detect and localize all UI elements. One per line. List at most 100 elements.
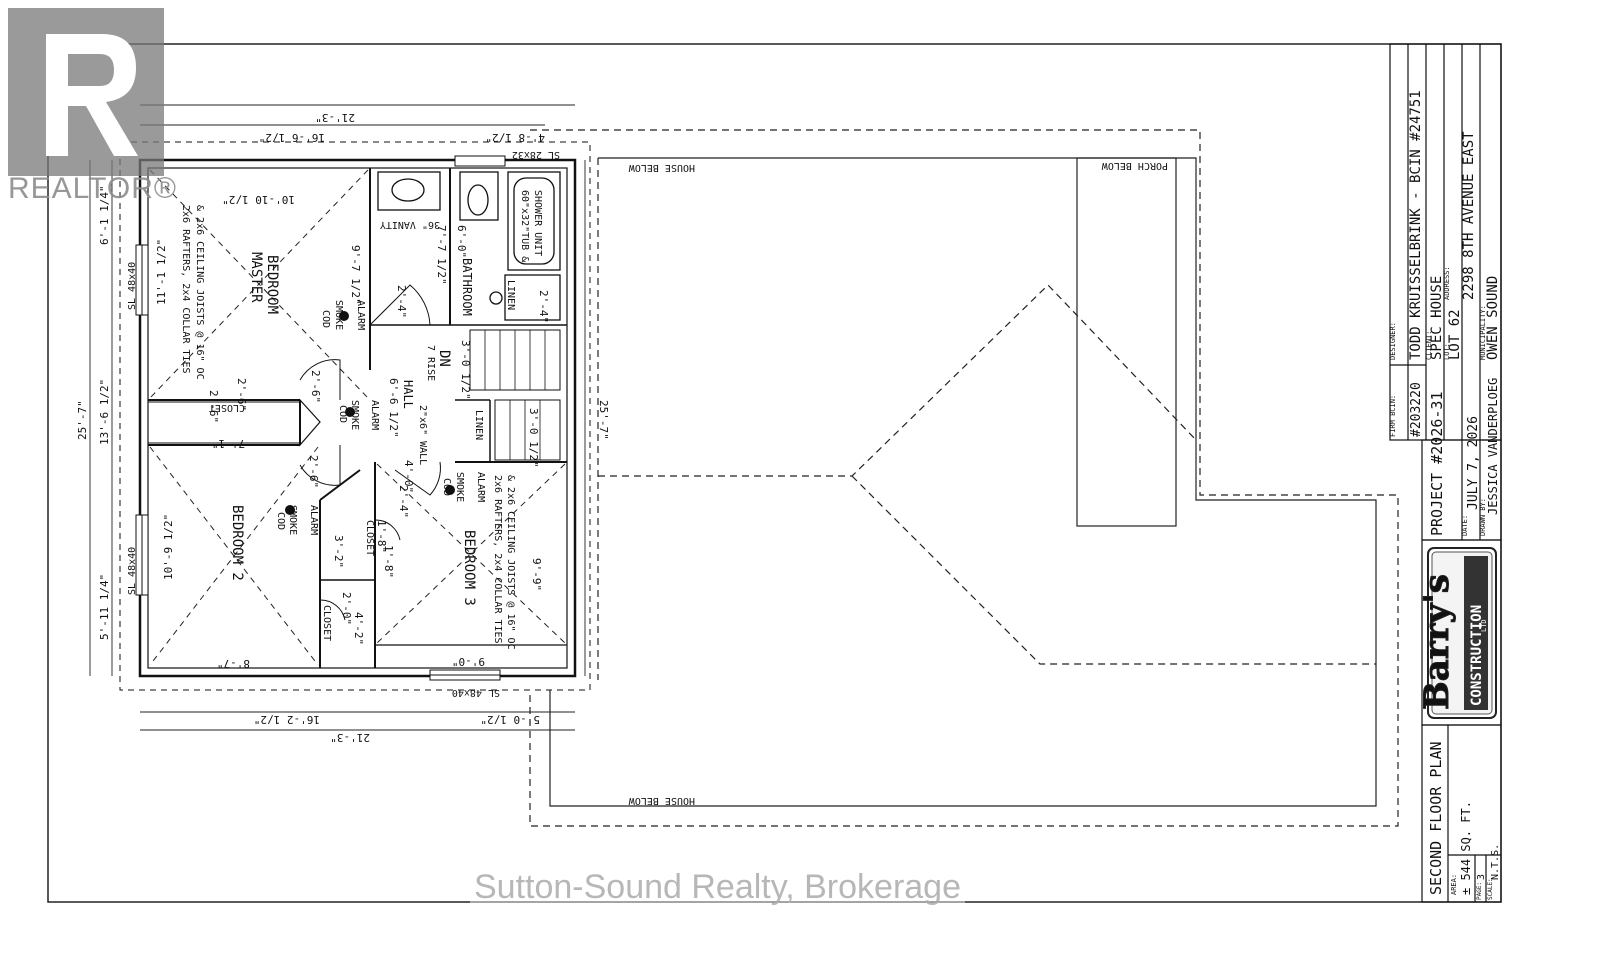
smoke-1c: ALARM xyxy=(355,300,366,330)
dim-top-a: 16'-6 1/2" xyxy=(259,131,325,144)
dim-bottom-b: 5'-0 1/2" xyxy=(480,713,540,726)
dim-stair-b: 3'-0 1/2" xyxy=(527,408,540,468)
smoke-3a: COD xyxy=(441,478,452,496)
porch-below: PORCH BELOW xyxy=(1101,160,1168,171)
dim-left-c: 5'-11 1/4" xyxy=(98,574,111,640)
address-label: ADDRESS: xyxy=(1443,266,1451,300)
lot-value: LOT 62 xyxy=(1447,309,1463,360)
tub-note-2: SHOWER UNIT xyxy=(532,190,543,256)
closet-label-2: CLOSET xyxy=(364,520,375,556)
drawn-label: DRAWN BY: xyxy=(1479,498,1487,536)
realtor-logo-icon xyxy=(8,8,164,176)
wall-note: 2"x6" WALL xyxy=(417,405,428,465)
window-left-bottom-label: SL 48x40 xyxy=(127,547,138,595)
client-label: CLIENT: xyxy=(1425,330,1433,360)
brokerage-watermark: Sutton-Sound Realty, Brokerage xyxy=(470,868,965,907)
master-bedroom-label-2: BEDROOM xyxy=(264,255,280,314)
bathroom-fixtures xyxy=(377,171,561,321)
dim-door-d: 2'-4" xyxy=(397,485,410,518)
dim-hall-w: 6'-6 1/2" xyxy=(387,378,400,438)
dim-closet-dd: 1'-8" xyxy=(375,520,388,553)
room-diagonals xyxy=(149,169,566,666)
smoke-1a: COD xyxy=(320,310,331,328)
smoke-4c: ALARM xyxy=(308,505,319,535)
house-below-top: HOUSE BELOW xyxy=(628,162,695,173)
date-label: DATE: xyxy=(1461,515,1469,536)
dim-closet-b: 2'-0" xyxy=(340,592,353,625)
dim-bed3-w: 9'-0" xyxy=(452,655,485,668)
dim-bottom-a: 16'-2 1/2" xyxy=(254,713,320,726)
dim-closet-a: 3'-2" xyxy=(332,535,345,568)
hall-arrow xyxy=(299,398,321,447)
bedroom-2-label: BEDROOM 2 xyxy=(229,505,245,581)
room-labels: MASTER BEDROOM BEDROOM 2 BEDROOM 3 BATHR… xyxy=(209,252,516,641)
dim-bath-h: 7'-7 1/2" xyxy=(435,225,448,285)
page-label: PAGE: xyxy=(1476,882,1483,900)
area-value: ± 544 SQ. FT. xyxy=(1459,801,1473,895)
rafter-note-b-master: & 2x6 CEILING JOISTS @ 16" OC xyxy=(194,205,205,380)
dim-bath-w: 6'-0" xyxy=(455,225,468,258)
smoke-2c: ALARM xyxy=(369,400,380,430)
smoke-alarm-symbols xyxy=(285,311,455,515)
scale-label: SCALE: xyxy=(1487,878,1494,900)
sheet-title: SECOND FLOOR PLAN xyxy=(1427,741,1445,895)
drawn-value: JESSICA VANDERPLOEG xyxy=(1486,378,1500,515)
designer-value: TODD KRUISSELBRINK - BCIN #24751 xyxy=(1408,90,1424,360)
window-top-label: SL 28x32 xyxy=(512,149,560,160)
project-value: PROJECT #2026-31 xyxy=(1428,392,1446,537)
smoke-2b: SMOKE xyxy=(349,400,360,430)
dim-door-b: 2'-6" xyxy=(309,370,322,403)
dim-bed2-h: 10'-9 1/2" xyxy=(162,514,175,580)
dim-linen-w: 2'-4" xyxy=(537,290,550,323)
municipality-label: MUNICIPALITY: xyxy=(1479,305,1487,360)
area-label: AREA: xyxy=(1450,874,1458,895)
master-bedroom-label-1: MASTER xyxy=(248,252,264,303)
stair-rise: 7 RISE xyxy=(425,345,436,381)
dimension-lines xyxy=(89,104,586,731)
scale-value: N.T.S. xyxy=(1490,844,1501,880)
dim-master-w: 10'-10 1/2" xyxy=(222,193,295,206)
tub-note-1: 60"x32"TUB & xyxy=(519,190,530,262)
stair-dn: DN xyxy=(436,350,452,367)
dim-left-overall: 25'-7" xyxy=(76,400,89,440)
title-block xyxy=(1389,43,1502,903)
page-value: 3 xyxy=(1476,874,1487,880)
bathroom-label: BATHROOM xyxy=(460,258,474,316)
dim-closet-d: 2'-6" xyxy=(235,378,248,411)
dim-top-b: 4'-8 1/2" xyxy=(485,131,545,144)
title-block-text: DESIGNER: TODD KRUISSELBRINK - BCIN #247… xyxy=(1389,90,1501,900)
municipality-value: OWEN SOUND xyxy=(1485,276,1501,360)
logo-text-top: Barry's xyxy=(1417,574,1457,710)
closet-label-3: CLOSET xyxy=(321,605,332,641)
date-value: JULY 7, 2026 xyxy=(1466,416,1481,510)
windows xyxy=(135,155,506,681)
window-left-top-label: SL 48x40 xyxy=(127,262,138,310)
rafter-note-a-master: 2x6 RAFTERS, 2x4 COLLAR TIES xyxy=(180,205,191,374)
dim-door-c: 2'-6" xyxy=(307,455,320,488)
roof-outline xyxy=(529,129,1399,827)
logo-text-ltd: LTD xyxy=(1480,619,1488,632)
door-swings xyxy=(299,284,441,621)
dim-master-d: 9'-7 1/2" xyxy=(349,245,362,305)
hall-label: HALL xyxy=(401,380,415,409)
dim-closet-cc: 4'-2" xyxy=(352,612,365,645)
rafter-note-a-bed3: 2x6 RAFTERS, 2x4 COLLAR TIES xyxy=(492,475,503,644)
sheet-border xyxy=(47,43,1502,903)
address-value: 2298 8TH AVENUE EAST xyxy=(1461,131,1477,300)
smoke-2a: COD xyxy=(337,405,348,423)
dim-bed2-w: 8'-7" xyxy=(217,657,250,670)
barrys-construction-logo: Barry's CONSTRUCTION LTD xyxy=(1417,547,1497,719)
dim-top-overall: 21'-3" xyxy=(315,111,355,124)
dim-master-h: 11'-1 1/2" xyxy=(155,239,168,305)
dim-stair-a: 3'-0 1/2" xyxy=(459,340,472,400)
lot-label: LOT: xyxy=(1443,343,1451,360)
firm-label: FIRM BCIN: xyxy=(1389,395,1397,437)
dim-closet-e: 1'-8" xyxy=(382,545,395,578)
dim-left-a: 6'-1 1/4" xyxy=(98,185,111,245)
firm-value: #203220 xyxy=(1409,382,1424,437)
smoke-3b: SMOKE xyxy=(454,472,465,502)
linen-label-1: LINEN xyxy=(505,280,516,310)
dim-right-overall: 25'-7" xyxy=(597,400,610,440)
